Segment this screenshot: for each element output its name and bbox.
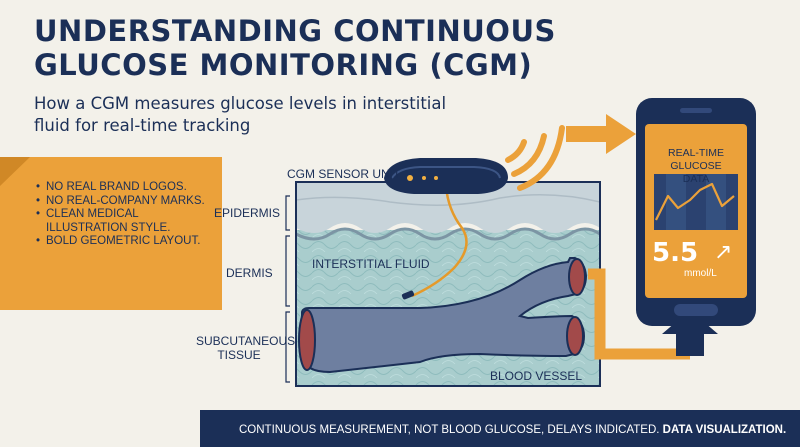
- data-pipe: [588, 268, 690, 360]
- sensor-led: [434, 176, 438, 180]
- note-item: NO REAL BRAND LOGOS.: [36, 181, 206, 195]
- sensor-unit: [384, 158, 508, 194]
- phone-home-button: [674, 304, 718, 316]
- label-interstitial-fluid: INTERSTITIAL FLUID: [312, 257, 430, 271]
- wifi-signal-icon: [505, 125, 565, 191]
- footer-banner: [200, 410, 800, 447]
- sensor-led: [407, 175, 413, 181]
- blood-vessel: [301, 257, 588, 374]
- phone-speaker: [680, 108, 712, 113]
- note-item: BOLD GEOMETRIC LAYOUT.: [36, 235, 206, 249]
- glucose-value: 5.5: [652, 238, 699, 268]
- footer-text: CONTINUOUS MEASUREMENT, NOT BLOOD GLUCOS…: [239, 424, 786, 436]
- epidermis-bracket: [285, 195, 290, 231]
- subcutaneous-bracket: [285, 311, 290, 383]
- sensor-filament: [411, 185, 468, 298]
- label-epidermis: EPIDERMIS: [214, 206, 281, 220]
- dermis-bracket: [285, 235, 290, 307]
- note-list: NO REAL BRAND LOGOS. NO REAL-COMPANY MAR…: [36, 181, 206, 249]
- glucose-unit: mmol/L: [684, 268, 717, 279]
- note-card-fold: [0, 157, 30, 186]
- label-dermis: DERMIS: [226, 266, 273, 280]
- filament-tip: [401, 290, 415, 300]
- vessel-opening-top: [568, 258, 586, 296]
- glucose-trend-line: [655, 182, 735, 221]
- arrow-up-icon: [662, 310, 718, 356]
- page-title: UNDERSTANDING CONTINUOUS GLUCOSE MONITOR…: [34, 14, 556, 82]
- note-item: NO REAL-COMPANY MARKS.: [36, 195, 206, 209]
- label-blood-vessel: BLOOD VESSEL: [490, 369, 583, 383]
- note-item: CLEAN MEDICAL ILLUSTRATION STYLE.: [36, 208, 206, 235]
- vessel-opening-bottom: [566, 316, 584, 356]
- footer-statement: CONTINUOUS MEASUREMENT, NOT BLOOD GLUCOS…: [239, 424, 660, 436]
- footer-emphasis: DATA VISUALIZATION.: [662, 424, 787, 436]
- page-subtitle: How a CGM measures glucose levels in int…: [34, 94, 447, 135]
- sensor-led: [422, 176, 426, 180]
- label-sensor-unit: CGM SENSOR UNIT: [287, 167, 401, 181]
- arrow-up-right-icon: ↗: [714, 240, 733, 265]
- vessel-opening-left: [298, 309, 316, 371]
- label-subcutaneous: SUBCUTANEOUS TISSUE: [196, 334, 296, 362]
- arrow-right-icon: [566, 114, 636, 154]
- phone-heading: REAL-TIME GLUCOSE DATA: [667, 147, 724, 185]
